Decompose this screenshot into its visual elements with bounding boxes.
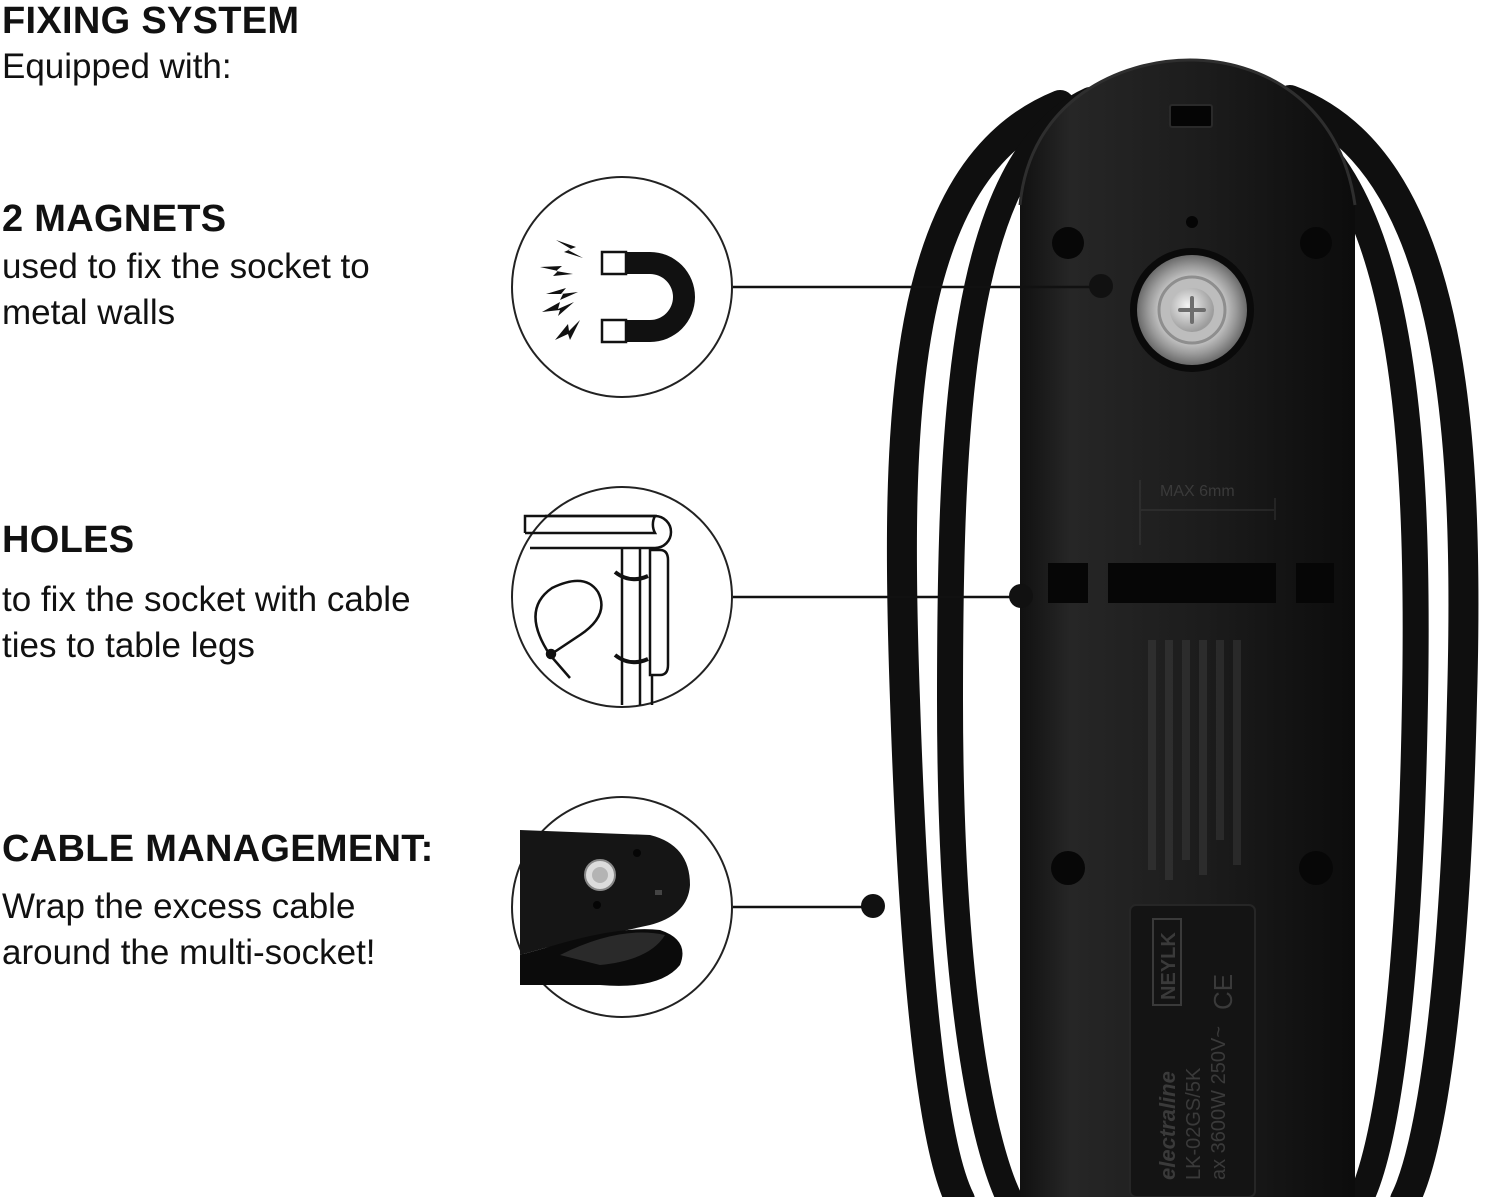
product-label-plate: electraline LK-02GS/5K ax 3600W 250V~ NE… <box>1129 904 1256 1197</box>
cable-management-heading: CABLE MANAGEMENT: <box>2 828 434 870</box>
ce-mark: CE <box>1208 974 1238 1010</box>
holes-heading: HOLES <box>2 519 135 561</box>
embossed-dimension-marking <box>1139 480 1276 545</box>
model-number: LK-02GS/5K <box>1183 1067 1205 1180</box>
max-spacing-text: MAX 6mm <box>1160 483 1235 500</box>
power-rating: ax 3600W 250V~ <box>1208 1026 1230 1180</box>
power-cable <box>886 85 1479 1197</box>
power-strip-body: MAX 6mm electraline LK-02GS/5K ax 3600W … <box>1018 58 1357 1197</box>
lightning-icon <box>540 240 583 340</box>
screw-hole <box>1051 851 1085 885</box>
cable-management-description: Wrap the excess cable around the multi-s… <box>2 884 434 976</box>
magnet-disc <box>1130 248 1254 372</box>
callout-dot <box>1009 584 1033 608</box>
magnets-section: 2 MAGNETS used to fix the socket to meta… <box>2 196 370 336</box>
table-leg-cable-tie-icon <box>523 514 673 705</box>
magnets-description-line2: metal walls <box>2 293 176 332</box>
screw-hole <box>1300 227 1332 259</box>
cable-tie-slot <box>1048 563 1088 603</box>
fixing-system-subheading: Equipped with: <box>2 47 232 86</box>
top-slot <box>1169 104 1213 128</box>
brand-name: NEYLK <box>1158 932 1180 1000</box>
holes-description-line2: ties to table legs <box>2 626 255 665</box>
holes-callout-circle <box>511 486 733 708</box>
magnets-description-line1: used to fix the socket to <box>2 247 370 286</box>
magnets-description: used to fix the socket to metal walls <box>2 244 370 336</box>
magnet-callout-circle <box>511 176 733 398</box>
holes-section: HOLES to fix the socket with cable ties … <box>2 517 411 669</box>
magnets-heading: 2 MAGNETS <box>2 198 227 240</box>
cable-management-line2: around the multi-socket! <box>2 933 376 972</box>
holes-description-line1: to fix the socket with cable <box>2 580 411 619</box>
magnet-icon <box>600 250 695 344</box>
cable-tie-slot <box>1108 563 1276 603</box>
holes-description: to fix the socket with cable ties to tab… <box>2 577 411 669</box>
callout-lines <box>733 285 1100 909</box>
screw-hole <box>1299 851 1333 885</box>
callout-dot <box>861 894 885 918</box>
brand-line-name: electraline <box>1155 1071 1180 1180</box>
screw-hole <box>1052 227 1084 259</box>
cable-tie-slot <box>1296 563 1334 603</box>
cable-management-line1: Wrap the excess cable <box>2 887 356 926</box>
cable-management-section: CABLE MANAGEMENT: Wrap the excess cable … <box>2 826 434 976</box>
embossed-fine-print <box>1148 640 1241 880</box>
callout-dot <box>1089 274 1113 298</box>
fixing-system-section: FIXING SYSTEM Equipped with: <box>2 0 299 90</box>
fixing-system-heading: FIXING SYSTEM <box>2 0 300 42</box>
cable-wrap-icon <box>520 830 690 986</box>
cable-management-callout-circle <box>511 796 733 1018</box>
small-hole <box>1186 216 1198 228</box>
